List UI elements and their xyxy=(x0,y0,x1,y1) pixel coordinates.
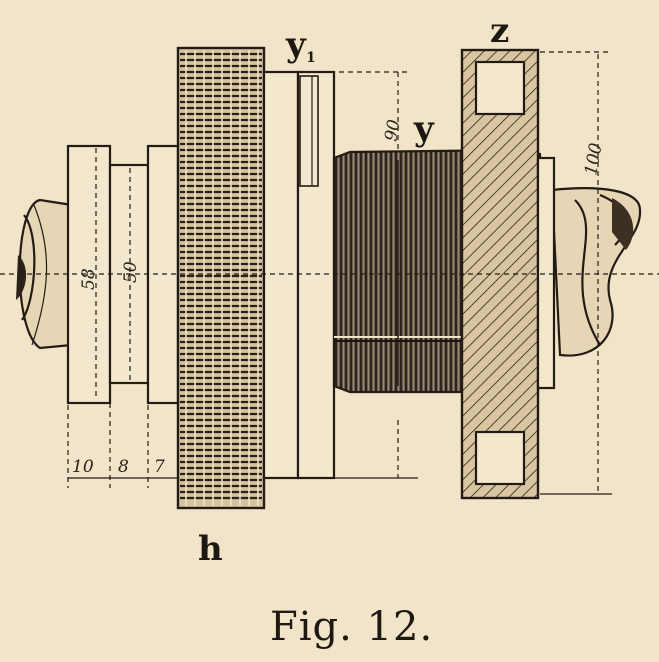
dim-50: 50 xyxy=(121,261,141,283)
dim-10: 10 xyxy=(72,457,94,477)
dim-7: 7 xyxy=(154,457,165,477)
dim-58: 58 xyxy=(79,268,99,290)
dimension-lines xyxy=(67,51,612,495)
label-y1-subscript: 1 xyxy=(306,50,316,66)
label-y: y xyxy=(413,109,435,149)
disc-y1 xyxy=(262,70,336,480)
label-z: z xyxy=(490,11,509,51)
handwheel-h xyxy=(176,46,266,510)
dim-8: 8 xyxy=(118,457,129,477)
end-collar xyxy=(536,156,556,390)
label-h: h xyxy=(198,529,223,569)
dim-100: 100 xyxy=(581,141,606,177)
label-y1: y xyxy=(285,25,307,65)
dim-90: 90 xyxy=(381,118,404,143)
figure-caption: Fig. 12. xyxy=(270,604,433,650)
right-shaft-end xyxy=(550,187,642,357)
